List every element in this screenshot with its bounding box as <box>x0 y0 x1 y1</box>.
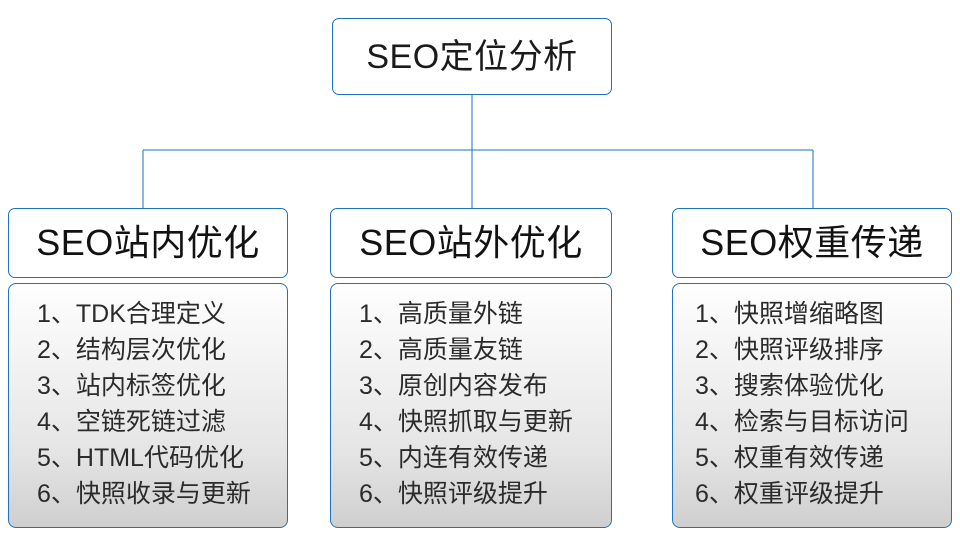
branch-list-1: 1、TDK合理定义 2、结构层次优化 3、站内标签优化 4、空链死链过滤 5、H… <box>8 283 288 528</box>
list-item: 1、TDK合理定义 <box>37 300 226 328</box>
branch-column-3: SEO权重传递 1、快照增缩略图 2、快照评级排序 3、搜索体验优化 4、检索与… <box>672 208 952 528</box>
list-item: 4、快照抓取与更新 <box>359 408 573 436</box>
list-item: 4、检索与目标访问 <box>695 408 909 436</box>
list-item: 3、原创内容发布 <box>359 372 548 400</box>
list-item: 1、快照增缩略图 <box>695 300 884 328</box>
branch-header-label-1: SEO站内优化 <box>36 222 260 263</box>
branch-list-2: 1、高质量外链 2、高质量友链 3、原创内容发布 4、快照抓取与更新 5、内连有… <box>330 283 612 528</box>
branch-header-label-2: SEO站外优化 <box>359 222 583 263</box>
root-node[interactable]: SEO定位分析 <box>332 18 612 95</box>
branch-header-1[interactable]: SEO站内优化 <box>8 208 288 278</box>
branch-column-2: SEO站外优化 1、高质量外链 2、高质量友链 3、原创内容发布 4、快照抓取与… <box>330 208 612 528</box>
root-node-label: SEO定位分析 <box>366 37 578 76</box>
list-item: 6、权重评级提升 <box>695 480 884 508</box>
branch-header-2[interactable]: SEO站外优化 <box>330 208 612 278</box>
list-item: 5、内连有效传递 <box>359 444 548 472</box>
list-item: 6、快照评级提升 <box>359 480 548 508</box>
branch-column-1: SEO站内优化 1、TDK合理定义 2、结构层次优化 3、站内标签优化 4、空链… <box>8 208 288 528</box>
list-item: 3、站内标签优化 <box>37 372 226 400</box>
list-item: 1、高质量外链 <box>359 300 523 328</box>
list-item: 3、搜索体验优化 <box>695 372 884 400</box>
list-item: 2、快照评级排序 <box>695 336 884 364</box>
branch-header-3[interactable]: SEO权重传递 <box>672 208 952 278</box>
list-item: 4、空链死链过滤 <box>37 408 226 436</box>
list-item: 2、高质量友链 <box>359 336 523 364</box>
list-item: 6、快照收录与更新 <box>37 480 251 508</box>
list-item: 5、HTML代码优化 <box>37 444 244 472</box>
list-item: 2、结构层次优化 <box>37 336 226 364</box>
list-item: 5、权重有效传递 <box>695 444 884 472</box>
branch-list-3: 1、快照增缩略图 2、快照评级排序 3、搜索体验优化 4、检索与目标访问 5、权… <box>672 283 952 528</box>
branch-header-label-3: SEO权重传递 <box>700 222 924 263</box>
